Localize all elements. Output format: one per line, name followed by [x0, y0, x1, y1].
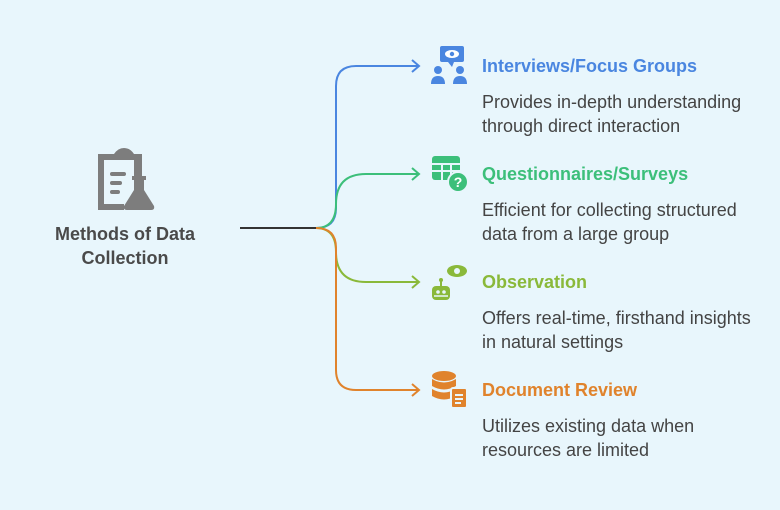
item-title-interviews: Interviews/Focus Groups [482, 56, 698, 76]
observation-icon [432, 265, 467, 300]
item-desc-document: Utilizes existing data when resources ar… [482, 416, 695, 460]
item-desc-observation: Offers real-time, firsthand insights in … [482, 308, 751, 352]
item-desc-surveys: Efficient for collecting structured data… [482, 200, 737, 244]
root-title: Methods of Data Collection [54, 224, 195, 268]
interview-icon [431, 46, 467, 84]
database-document-icon [432, 371, 468, 409]
connector-document [315, 227, 418, 391]
arrow-document [411, 383, 421, 397]
item-desc-interviews: Provides in-depth understanding through … [482, 92, 742, 136]
svg-text:?: ? [454, 174, 463, 190]
item-title-observation: Observation [482, 272, 588, 292]
arrow-interviews [411, 59, 421, 73]
arrow-surveys [411, 167, 421, 181]
survey-icon: ? [432, 156, 469, 193]
clipboard-flask-icon [98, 148, 155, 210]
connector-surveys [315, 173, 418, 229]
connector-interviews [315, 65, 418, 229]
connector-observation [315, 227, 418, 283]
arrow-observation [411, 275, 421, 289]
item-title-document: Document Review [482, 380, 638, 400]
item-title-surveys: Questionnaires/Surveys [482, 164, 689, 184]
